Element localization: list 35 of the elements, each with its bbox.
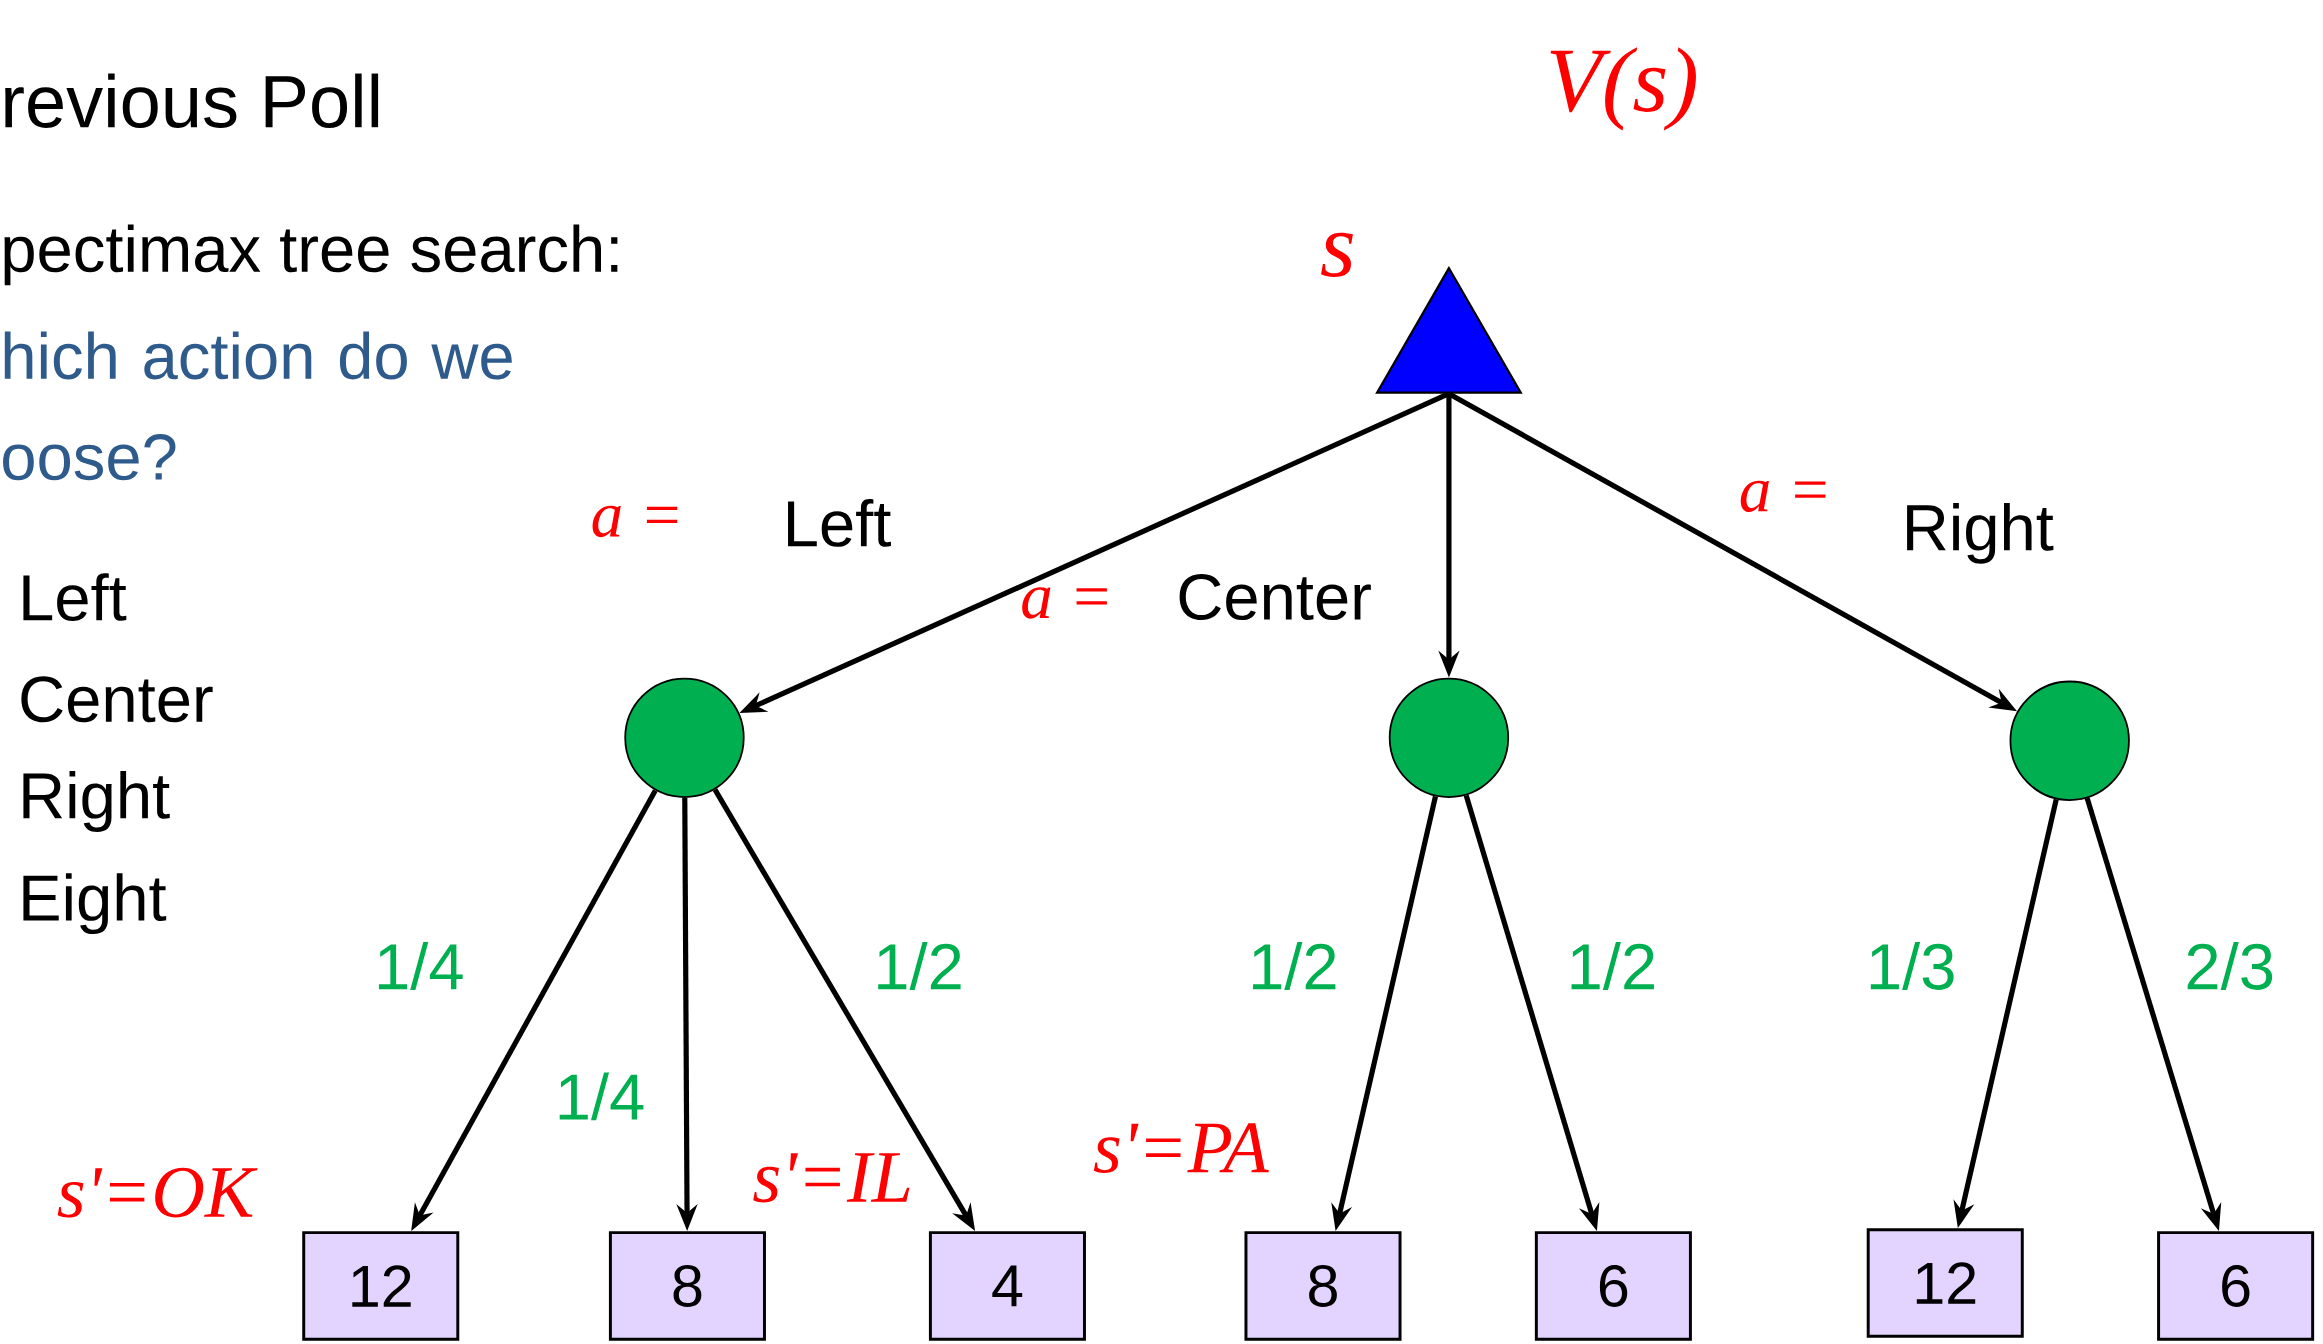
edge-label: 1/2: [1571, 942, 1654, 990]
value-box: 12: [302, 1231, 460, 1341]
chance-circle: [2009, 680, 2130, 802]
handwritten-note: a =: [592, 505, 678, 538]
text: pectimax tree search:: [4, 224, 618, 286]
text: hich action do we oose?: [3, 331, 512, 481]
handwritten-note: a =: [1022, 587, 1107, 619]
value-box: 6: [1534, 1231, 1692, 1341]
edge-label: Center: [1179, 574, 1371, 621]
edge-label: 1/2: [1253, 942, 1336, 990]
handwritten-note: s'=IL: [753, 1153, 910, 1203]
list-item: Right: [23, 771, 170, 832]
list-item: Left: [23, 573, 127, 622]
handwritten-note: s'=OK: [57, 1167, 258, 1218]
handwritten-note: s: [1321, 232, 1353, 278]
edge-label: Left: [788, 499, 891, 547]
handwritten-note: V(s): [1550, 47, 1696, 131]
edge-label: 1/2: [878, 942, 961, 990]
edge-label: Right: [1907, 503, 2054, 564]
value-box: 8: [608, 1231, 766, 1341]
handwritten-note: s'=PA: [1093, 1123, 1269, 1174]
text: revious Poll: [5, 73, 379, 129]
chance-circle: [624, 677, 745, 799]
edge-label: 1/4: [378, 942, 463, 990]
chance-circle: [1388, 677, 1510, 799]
edge-label: 1/3: [1870, 942, 1954, 990]
value-box: 12: [1866, 1228, 2024, 1338]
list-item: Center: [21, 676, 213, 723]
value-box: 4: [928, 1231, 1086, 1341]
value-box: 8: [1244, 1231, 1402, 1341]
value-box: 6: [2157, 1231, 2315, 1341]
edge-label: 2/3: [2187, 942, 2273, 990]
edge-label: 1/4: [559, 1072, 644, 1121]
list-item: Eight: [23, 873, 167, 935]
handwritten-note: a =: [1740, 480, 1826, 513]
